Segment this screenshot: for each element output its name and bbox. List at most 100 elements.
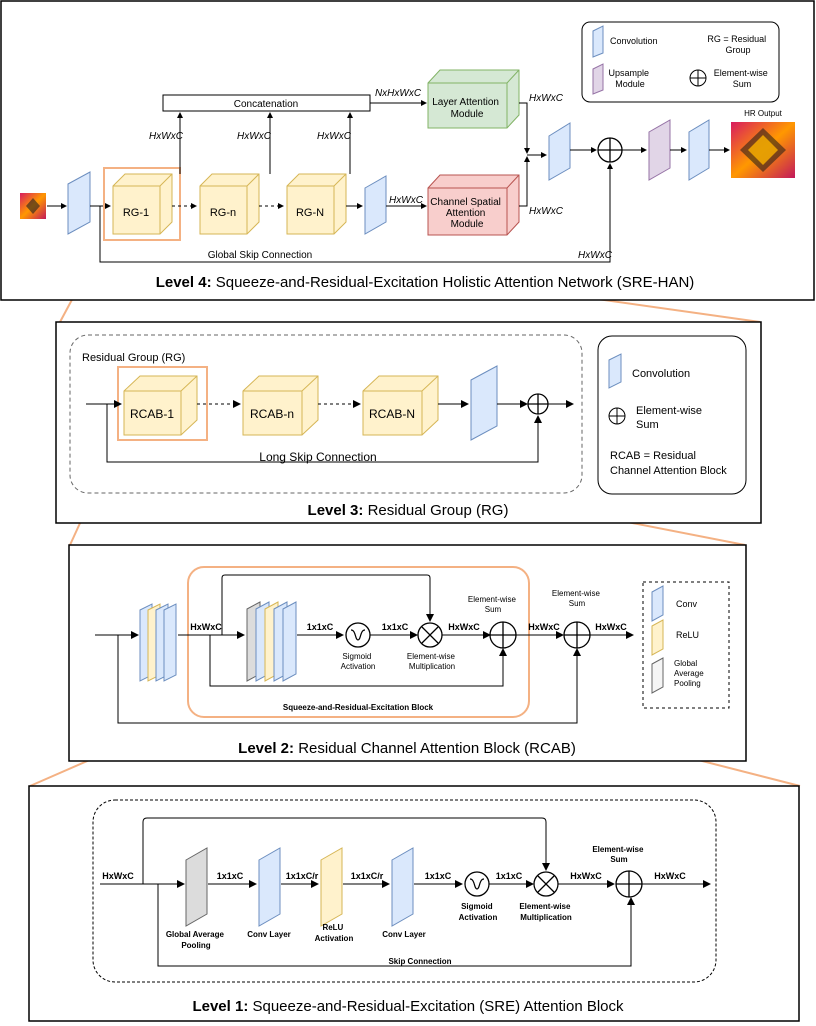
rg1-highlight: [103, 167, 181, 241]
rgn-block: RG-n: [199, 173, 260, 235]
dims-label: 1x1xC: [496, 871, 523, 881]
rcabN-label: RCAB-N: [369, 407, 415, 421]
dims-label: 1x1xC: [217, 871, 244, 881]
dims-label: HxWxC: [389, 195, 424, 206]
level2-caption: Level 2: Residual Channel Attention Bloc…: [238, 740, 576, 757]
sum-label: Element-wise Sum: [592, 845, 645, 864]
conv-relu-stack: [139, 603, 177, 682]
channel-spatial-attention-module: Channel Spatial Attention Module: [427, 174, 520, 236]
rg1-block: RG-1: [112, 173, 173, 235]
elementwise-sum-icon: [608, 407, 626, 425]
conv-block: [548, 122, 571, 181]
dims-label: 1x1xC/r: [286, 871, 319, 881]
conv-block: [470, 365, 498, 441]
legend-elementwise: Element-wise Sum: [714, 68, 771, 89]
layer-attention-label: Layer Attention Module: [432, 97, 502, 120]
legend-convolution: Convolution: [632, 368, 690, 380]
rcabn-label: RCAB-n: [250, 407, 294, 421]
elementwise-sum-icon: [597, 137, 623, 163]
sre-block-highlight: [187, 566, 530, 718]
conv-layer-label: Conv Layer: [382, 930, 426, 939]
dims-label: HxWxC: [529, 93, 564, 104]
dims-label: HxWxC: [595, 622, 627, 632]
hr-output-image: [731, 122, 795, 178]
dims-label: HxWxC: [529, 206, 564, 217]
level1-panel: HxWxC Global Average Pooling 1x1xC Conv …: [28, 785, 800, 1022]
rcab1-label: RCAB-1: [130, 407, 174, 421]
upsample-module: [648, 119, 671, 181]
dims-label: HxWxC: [570, 871, 602, 881]
legend-relu: ReLU: [676, 630, 699, 640]
rcabn-block: RCAB-n: [242, 375, 319, 436]
elementwise-sum-icon: [563, 621, 591, 649]
level4-caption: Level 4: Squeeze-and-Residual-Excitation…: [156, 274, 695, 291]
level4-legend: Convolution Upsample Module RG = Residua…: [581, 21, 780, 103]
sum-label: Element-wise Sum: [468, 595, 518, 614]
relu-label: ReLU Activation: [315, 923, 354, 943]
dims-label: NxHxWxC: [375, 88, 422, 99]
mult-label: Element-wise Multiplication: [407, 652, 457, 671]
legend-rcab-definition: RCAB = Residual Channel Attention Block: [610, 450, 727, 477]
skip-label: Skip Connection: [388, 957, 451, 966]
level3-caption: Level 3: Residual Group (RG): [308, 502, 509, 519]
elementwise-mult-icon: [417, 622, 443, 648]
relu-block: [320, 847, 343, 927]
rgn-label: RG-n: [210, 207, 236, 219]
rgN-label: RG-N: [296, 207, 324, 219]
layer-attention-module: Layer Attention Module: [427, 69, 520, 129]
elementwise-sum-icon: [689, 69, 707, 87]
legend-elementwise: Element-wise Sum: [636, 405, 705, 431]
elementwise-sum-icon: [489, 621, 517, 649]
level3-panel: Residual Group (RG) RCAB-1 RCAB-n RCAB-N: [55, 321, 762, 524]
legend-gap: Global Average Pooling: [674, 659, 706, 688]
elementwise-mult-icon: [533, 871, 559, 897]
elementwise-sum-icon: [527, 393, 549, 415]
rcabN-block: RCAB-N: [362, 375, 439, 436]
conv-layer-block: [391, 847, 414, 927]
sigmoid-icon: [464, 871, 490, 897]
conv-block: [364, 175, 387, 235]
dims-label: 1x1xC: [307, 622, 334, 632]
global-skip-label: Global Skip Connection: [208, 250, 313, 261]
level2-panel: HxWxC 1x1xC Sigmoid Activation 1x1xC Ele…: [68, 544, 747, 762]
dims-label: HxWxC: [237, 131, 272, 142]
sigmoid-icon: [345, 622, 371, 648]
conv-block: [688, 119, 710, 181]
long-skip-label: Long Skip Connection: [259, 450, 376, 464]
sigmoid-label: Sigmoid Activation: [341, 652, 376, 671]
sum-label: Element-wise Sum: [552, 589, 602, 608]
gap-label: Global Average Pooling: [166, 930, 226, 950]
dims-label: HxWxC: [317, 131, 352, 142]
level4-panel: RG-1 RG-n RG-N HxWxC Concatenation HxWxC: [0, 0, 815, 301]
legend-conv: Conv: [676, 599, 698, 609]
dims-label: HxWxC: [578, 250, 613, 261]
dims-label: HxWxC: [654, 871, 686, 881]
conv-layer-label: Conv Layer: [247, 930, 291, 939]
legend-upsample: Upsample Module: [608, 68, 651, 89]
level2-legend: Conv ReLU Global Average Pooling: [642, 581, 730, 709]
dims-label: HxWxC: [190, 622, 222, 632]
level1-caption: Level 1: Squeeze-and-Residual-Excitation…: [192, 998, 624, 1015]
rgN-block: RG-N: [286, 173, 347, 235]
dims-label: HxWxC: [149, 131, 184, 142]
conv-layer-block: [258, 847, 281, 927]
hr-output-label: HR Output: [744, 109, 783, 118]
sigmoid-label: Sigmoid Activation: [459, 902, 498, 922]
elementwise-sum-icon: [615, 870, 643, 898]
residual-group-title: Residual Group (RG): [82, 352, 185, 364]
channel-spatial-label: Channel Spatial Attention Module: [430, 197, 503, 230]
concatenation-label: Concatenation: [234, 99, 299, 110]
dims-label: 1x1xC: [425, 871, 452, 881]
dims-label: 1x1xC: [382, 622, 409, 632]
lr-input-image: [20, 193, 46, 219]
dims-label: HxWxC: [448, 622, 480, 632]
level3-legend: Convolution Element-wise Sum RCAB = Resi…: [597, 335, 747, 495]
rg1-label: RG-1: [123, 207, 149, 219]
legend-rg-definition: RG = Residual Group: [707, 34, 768, 55]
dims-label: HxWxC: [102, 871, 134, 881]
conv-block: [67, 171, 91, 235]
dims-label: HxWxC: [528, 622, 560, 632]
gap-conv-stack: [246, 601, 297, 682]
rcab1-block: RCAB-1: [123, 375, 198, 436]
